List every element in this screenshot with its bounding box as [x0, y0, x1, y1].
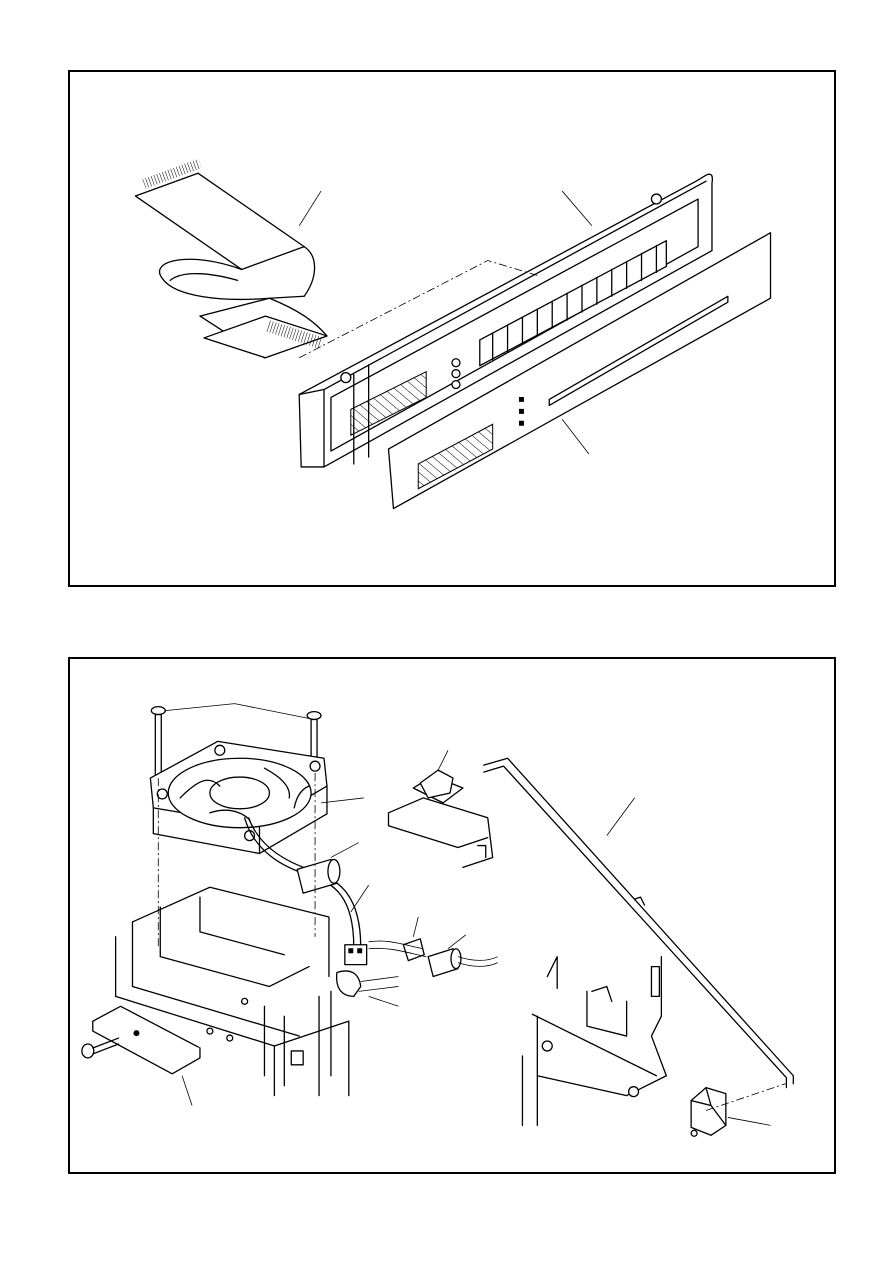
harness-ferrite: [369, 935, 498, 977]
flat-cable-ribbon: [337, 971, 399, 1006]
cooling-fan: [150, 741, 363, 853]
fan-harness: [245, 818, 369, 965]
flat-cable: [135, 158, 327, 358]
chassis-left: [116, 773, 349, 1095]
bracket: [93, 1006, 200, 1105]
chassis-right: [522, 957, 666, 1126]
front-panel-assembly-figure: [68, 70, 836, 587]
front-panel-frame: [299, 174, 712, 467]
front-panel-assembly-drawing: [70, 158, 834, 585]
front-panel-sheet: [388, 233, 770, 509]
bracket-screw: [82, 1038, 119, 1058]
rod-holder-bottom: [691, 1084, 785, 1137]
fan-assembly-figure: [68, 657, 836, 1174]
connector: [345, 945, 367, 965]
ferrite-core: [297, 859, 340, 893]
fan-assembly-drawing: [70, 659, 834, 1172]
actuator-rod: [484, 758, 794, 1087]
rod-holder-top: [388, 750, 492, 867]
button-slot-array: [480, 241, 667, 366]
